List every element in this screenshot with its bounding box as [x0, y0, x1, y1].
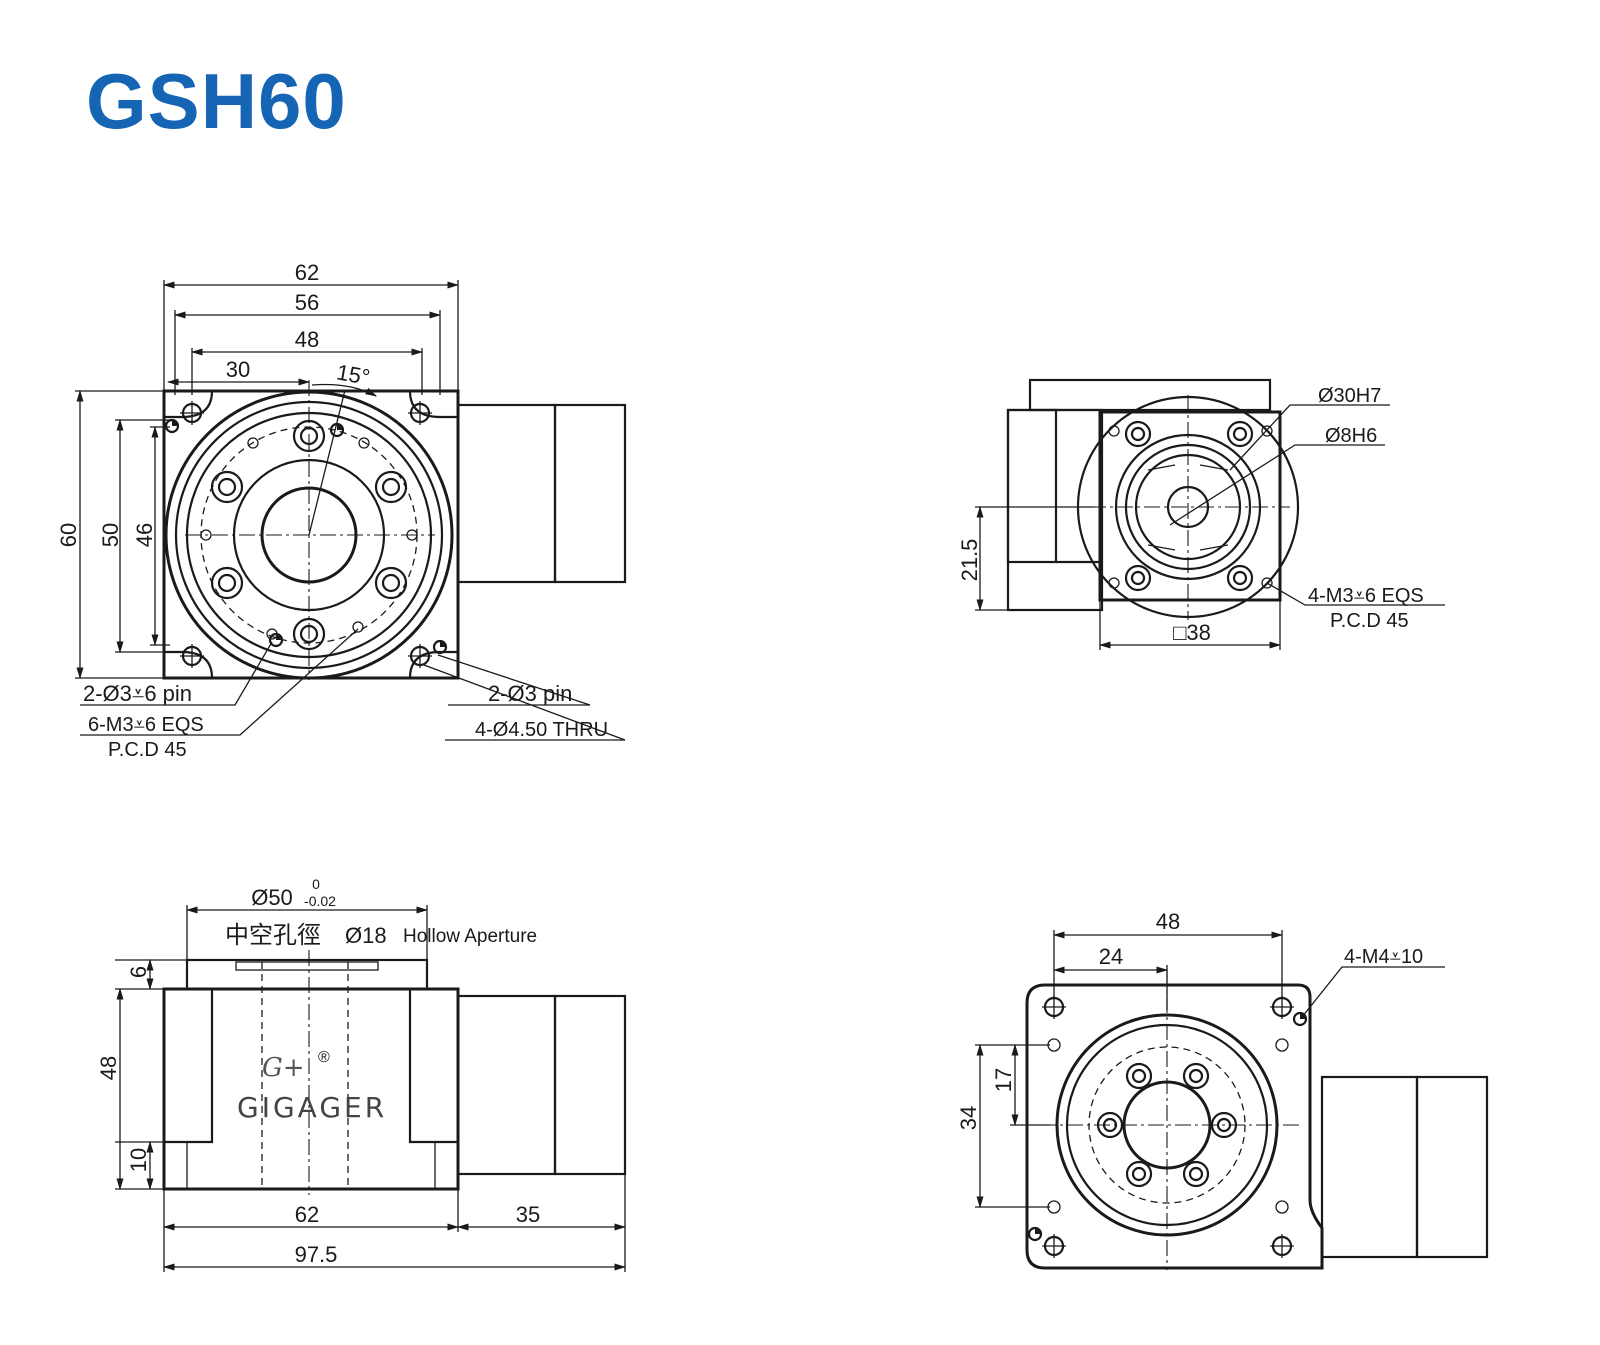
- dim-48: 48: [295, 327, 319, 352]
- bottom-dim-17: 17: [991, 1068, 1016, 1092]
- callout-pin-right: 2-Ø3 pin: [488, 681, 572, 706]
- side-motor-body: [456, 994, 557, 1176]
- side-motor-cap: [553, 994, 627, 1176]
- brand-logo: G+: [262, 1053, 305, 1083]
- side-dim-10: 10: [126, 1148, 151, 1172]
- side-dim-50: Ø50: [251, 885, 293, 910]
- brand-name: GIGAGER: [237, 1091, 387, 1124]
- side-tol-lower: -0.02: [304, 893, 336, 909]
- side-dim-97-5: 97.5: [295, 1242, 338, 1267]
- front-view: 62 56 48 30 15° 60 50 46 2-Ø3⩡6 pin 6-M3…: [56, 260, 627, 761]
- front-dims-horizontal: 62 56 48 30 15°: [162, 260, 460, 395]
- rear-pcd-label: P.C.D 45: [1330, 610, 1409, 632]
- corner-holes: [180, 401, 432, 668]
- callout-eqs: 6-M3⩡6 EQS: [88, 714, 204, 736]
- front-callouts: 2-Ø3⩡6 pin 6-M3⩡6 EQS P.C.D 45 2-Ø3 pin …: [80, 628, 626, 761]
- side-housing: [162, 987, 460, 1191]
- front-dims-vertical: 60 50 46: [56, 389, 170, 680]
- page-title: GSH60: [86, 57, 347, 145]
- side-top-flange: [185, 958, 429, 991]
- callout-pcd: P.C.D 45: [108, 739, 187, 761]
- dim-46: 46: [132, 523, 157, 547]
- side-dim-62: 62: [295, 1202, 319, 1227]
- hollow-label-en: Hollow Aperture: [403, 926, 537, 947]
- side-dim-35: 35: [516, 1202, 540, 1227]
- side-view: G+ ® GIGAGER Ø50 0 -0.02 中空孔徑 Ø18 Hollow…: [96, 876, 627, 1272]
- side-tol-upper: 0: [312, 876, 320, 892]
- callout-pin-left: 2-Ø3⩡6 pin: [83, 681, 192, 706]
- rear-view: Ø30H7 Ø8H6 4-M3⩡6 EQS P.C.D 45 21.5 □38: [957, 378, 1445, 650]
- bottom-flange-plate: [1025, 983, 1324, 1270]
- dim-50: 50: [98, 523, 123, 547]
- front-motor-cap: [553, 403, 627, 584]
- dim-62: 62: [295, 260, 319, 285]
- callout-thru: 4-Ø4.50 THRU: [475, 719, 608, 741]
- rear-dim-38: □38: [1173, 620, 1211, 645]
- hollow-dia: Ø18: [345, 923, 387, 948]
- rear-square-plate: [1098, 410, 1282, 602]
- corner-notch-bl: [164, 650, 214, 679]
- rear-top-housing: [1028, 378, 1272, 412]
- dim-angle-15: 15°: [335, 359, 372, 389]
- hollow-label-cn: 中空孔徑: [225, 921, 321, 949]
- rear-bolts: [1108, 420, 1273, 592]
- bottom-view: 48 24 4-M4⩡10 34 17: [956, 909, 1489, 1270]
- registered-mark: ®: [318, 1049, 330, 1066]
- bottom-motor-cap: [1415, 1075, 1489, 1259]
- rear-shaft-label: Ø8H6: [1325, 425, 1377, 447]
- rear-motor-plate: [1006, 408, 1058, 564]
- corner-notch-tl: [164, 390, 214, 419]
- side-hollow-top: [235, 961, 379, 971]
- dim-56: 56: [295, 290, 319, 315]
- bottom-dim-24: 24: [1099, 944, 1123, 969]
- rear-eqs-label: 4-M3⩡6 EQS: [1308, 585, 1424, 607]
- bottom-dim-34: 34: [956, 1106, 981, 1130]
- bottom-dim-48: 48: [1156, 909, 1180, 934]
- side-dim-6: 6: [126, 966, 151, 978]
- dim-60: 60: [56, 523, 81, 547]
- rear-bore-label: Ø30H7: [1318, 385, 1381, 407]
- dim-30: 30: [226, 357, 250, 382]
- pin-markers: [164, 418, 448, 655]
- side-dim-48: 48: [96, 1056, 121, 1080]
- bottom-motor-body: [1320, 1075, 1419, 1259]
- front-motor-body: [456, 403, 557, 584]
- rear-dim-21-5: 21.5: [957, 539, 982, 582]
- bottom-bolts: [1096, 1062, 1238, 1188]
- bottom-thread-label: 4-M4⩡10: [1344, 946, 1423, 968]
